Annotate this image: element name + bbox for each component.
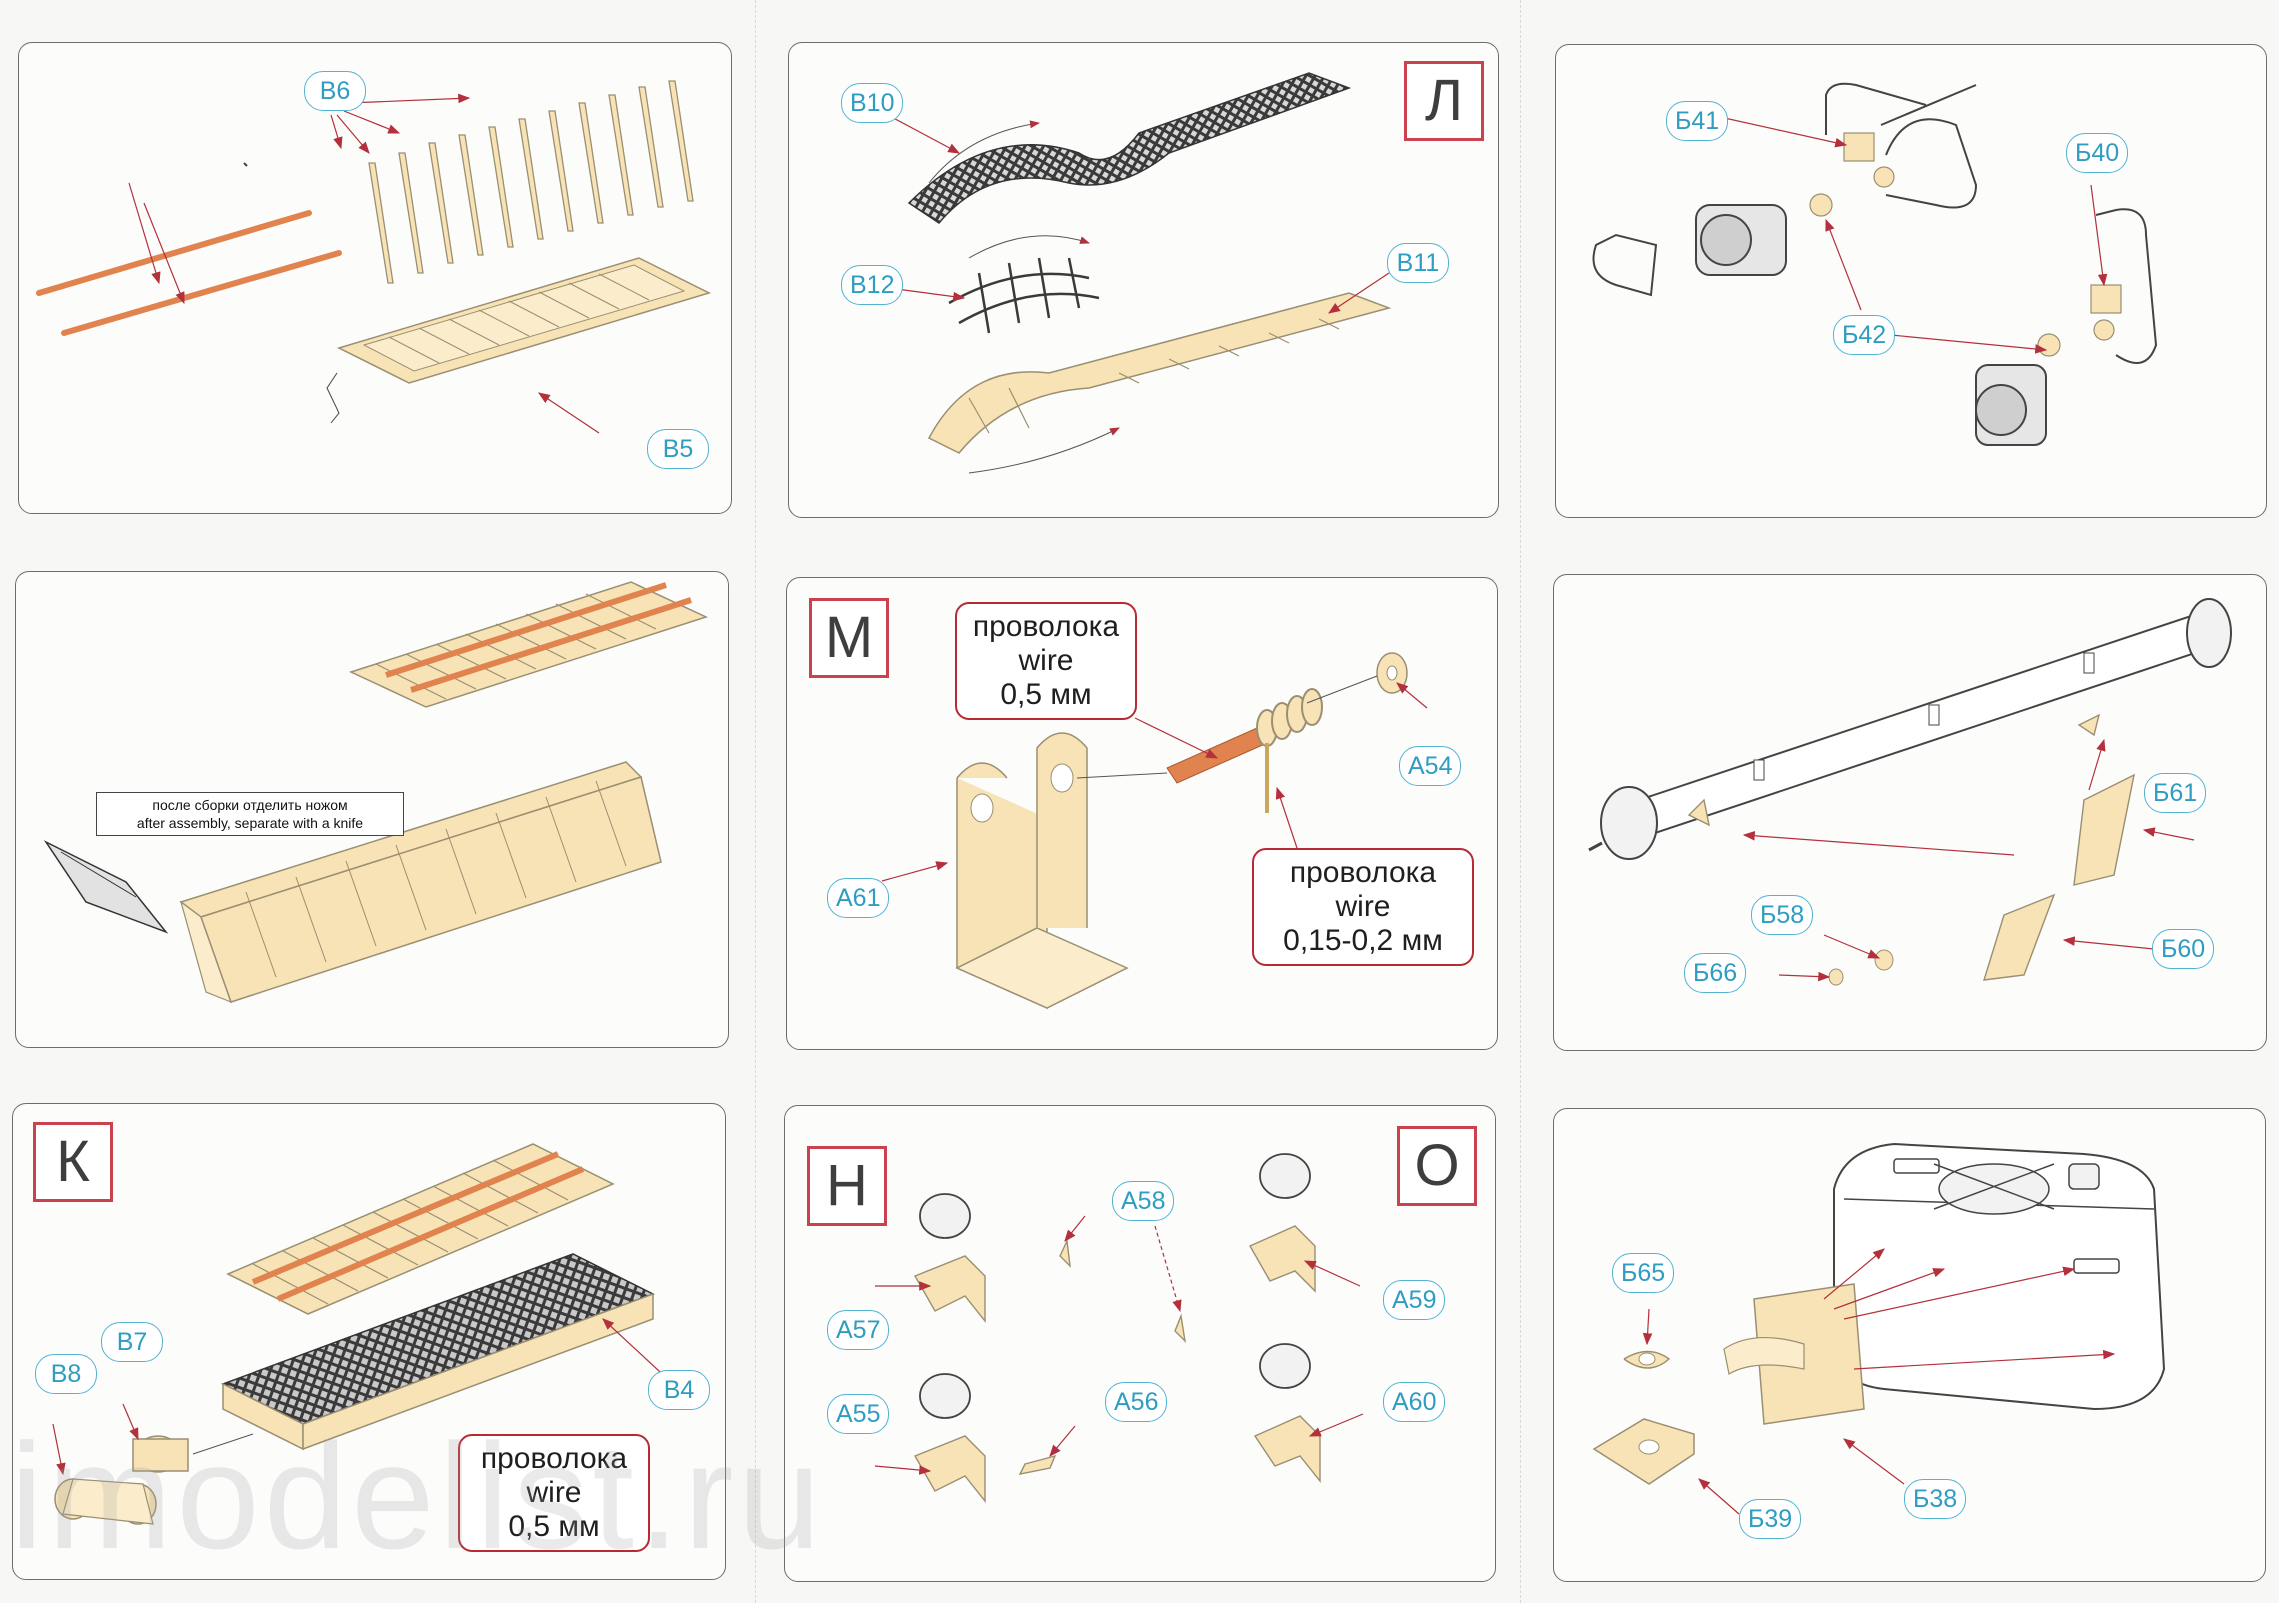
watermark: imodelist.ru <box>10 1412 825 1580</box>
part-tag-a57: А57 <box>827 1310 890 1350</box>
step-label-n: Н <box>807 1146 887 1226</box>
wire-note-ru: проволока <box>972 610 1120 643</box>
wire-note-platform: проволока wire 0,5 мм <box>458 1434 650 1552</box>
step-label-l: Л <box>1404 61 1484 141</box>
panel-8-lights: Н О А58 А57 А59 А55 А56 А60 <box>784 1105 1496 1582</box>
part-tag-b40: Б40 <box>2066 133 2129 173</box>
part-tag-b6: В6 <box>304 71 366 111</box>
panel-3-illustration <box>1592 82 2158 446</box>
part-tag-v10: В10 <box>841 83 904 123</box>
wire-note-ru: проволока <box>480 1442 628 1475</box>
panel-9-illustration <box>1592 1142 2166 1515</box>
part-tag-v11: В11 <box>1387 243 1449 283</box>
part-tag-b60: Б60 <box>2152 929 2215 969</box>
wire-note-05: проволока wire 0,5 мм <box>955 602 1137 720</box>
part-tag-b38: Б38 <box>1904 1479 1967 1519</box>
panel-8-illustration <box>874 1153 1364 1503</box>
part-tag-a58: А58 <box>1112 1181 1175 1221</box>
panel-5-illustration <box>881 652 1428 1010</box>
panel-5-axle: М проволока wire 0,5 мм проволока wire 0… <box>786 577 1498 1050</box>
part-tag-a59: А59 <box>1383 1280 1446 1320</box>
part-tag-b66: Б66 <box>1684 953 1747 993</box>
wire-note-size: 0,15-0,2 мм <box>1283 924 1443 957</box>
wire-note-ru: проволока <box>1289 856 1437 889</box>
panel-6-cylinder: Б61 Б58 Б60 Б66 <box>1553 574 2267 1051</box>
part-tag-b41: Б41 <box>1666 101 1729 141</box>
wire-note-en: wire <box>1018 644 1074 677</box>
fold-line <box>755 0 756 1603</box>
step-label-o: О <box>1397 1126 1477 1206</box>
panel-2-mesh: Л В10 В12 В11 <box>788 42 1499 518</box>
part-tag-b61: Б61 <box>2144 773 2207 813</box>
panel-2-illustration <box>883 72 1392 474</box>
panel-7-platform: К В8 В7 В4 проволока wire 0,5 мм <box>12 1103 726 1580</box>
part-tag-b5: В5 <box>647 429 709 469</box>
wire-note-015: проволока wire 0,15-0,2 мм <box>1252 848 1474 966</box>
panel-9-canister: Б65 Б39 Б38 <box>1553 1108 2266 1582</box>
part-tag-v7: В7 <box>101 1322 163 1362</box>
panel-3-handles: Б41 Б40 Б42 <box>1555 44 2267 518</box>
part-tag-a56: А56 <box>1105 1382 1168 1422</box>
part-tag-a61: А61 <box>827 878 890 918</box>
panel-1-illustration <box>36 80 712 434</box>
knife-note-ru: после сборки отделить ножом <box>152 797 348 813</box>
wire-note-en: wire <box>526 1476 582 1509</box>
wire-note-en: wire <box>1335 890 1391 923</box>
knife-note-en: after assembly, separate with a knife <box>136 815 364 831</box>
part-tag-v12: В12 <box>841 265 904 305</box>
panel-4-assembly: после сборки отделить ножом after assemb… <box>15 571 729 1048</box>
part-tag-b42: Б42 <box>1833 315 1896 355</box>
part-tag-v8: В8 <box>35 1354 97 1394</box>
panel-7-illustration <box>52 1143 674 1525</box>
fold-line <box>1520 0 1521 1603</box>
panel-4-illustration <box>43 581 709 1004</box>
wire-note-size: 0,5 мм <box>508 1510 600 1543</box>
part-tag-b39: Б39 <box>1739 1499 1802 1539</box>
part-tag-a55: А55 <box>827 1394 890 1434</box>
part-tag-b65: Б65 <box>1612 1253 1675 1293</box>
panel-1-slats: В6 В5 <box>18 42 732 514</box>
wire-note-size: 0,5 мм <box>1000 678 1092 711</box>
part-tag-a54: А54 <box>1399 746 1462 786</box>
panel-6-illustration <box>1588 598 2232 986</box>
part-tag-v4: В4 <box>648 1370 710 1410</box>
part-tag-b58: Б58 <box>1751 895 1814 935</box>
part-tag-a60: А60 <box>1383 1382 1446 1422</box>
step-label-m: М <box>809 598 889 678</box>
knife-note: после сборки отделить ножом after assemb… <box>96 792 404 836</box>
step-label-k: К <box>33 1122 113 1202</box>
